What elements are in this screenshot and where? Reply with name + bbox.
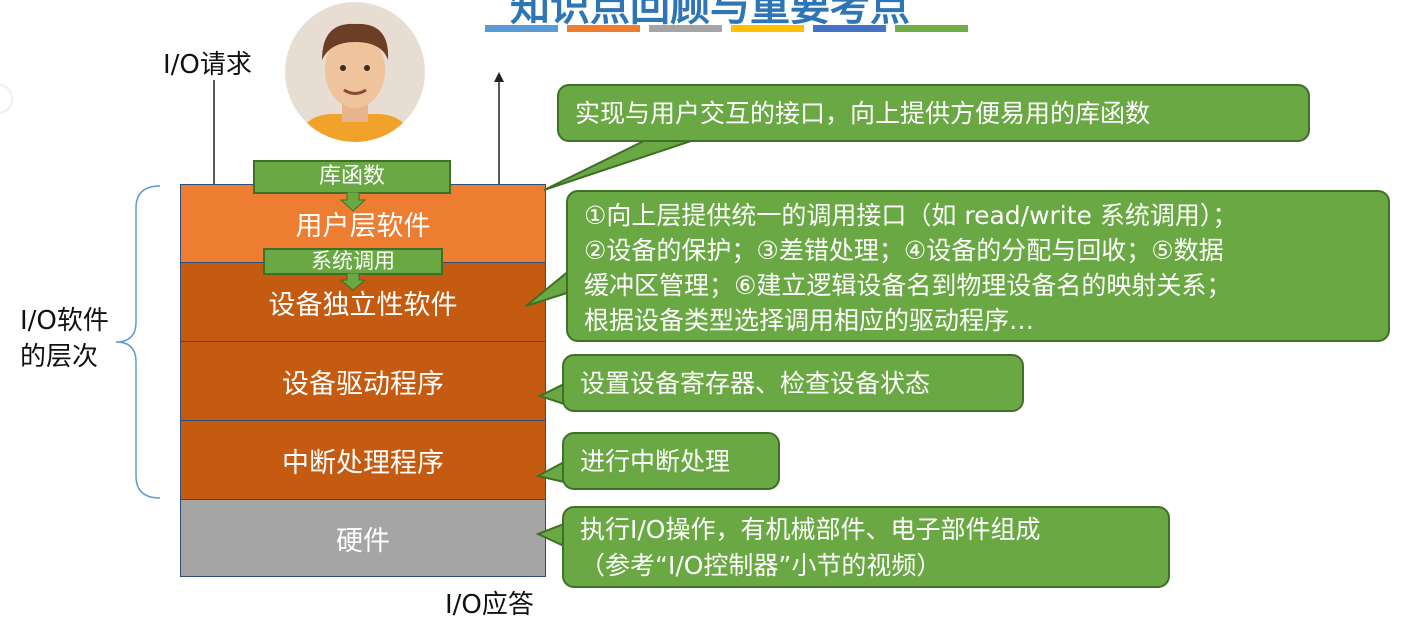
- io-software-levels-label-1: I/O软件: [20, 306, 109, 336]
- title-bar-3: [649, 25, 722, 32]
- title-color-bars: [485, 25, 968, 32]
- layer-label: 设备驱动程序: [282, 368, 444, 400]
- layer-label: 用户层软件: [295, 211, 431, 242]
- library-function-tag: 库函数: [253, 160, 451, 194]
- syscall-down-arrow: [340, 273, 366, 291]
- io-software-levels-label-2: 的层次: [20, 342, 99, 372]
- callout-line-1: ①向上层提供统一的调用接口（如 read/write 系统调用）；: [584, 201, 1238, 230]
- callout-text: 实现与用户交互的接口，向上提供方便易用的库函数: [575, 99, 1151, 128]
- title-bar-2: [567, 25, 640, 32]
- library-down-arrow: [340, 192, 366, 212]
- layer-device-driver: 设备驱动程序: [180, 341, 546, 420]
- callout-line-3: 缓冲区管理；⑥建立逻辑设备名到物理设备名的映射关系；: [584, 271, 1232, 300]
- title-bar-1: [485, 25, 558, 32]
- layers-brace: [115, 185, 161, 499]
- layer-label: 中断处理程序: [282, 447, 444, 479]
- callout-line-2: （参考“I/O控制器”小节的视频）: [580, 551, 942, 580]
- io-response-label: I/O应答: [445, 590, 534, 620]
- title-bar-5: [813, 25, 886, 32]
- title-bar-4: [731, 25, 804, 32]
- callout-hardware: 执行I/O操作，有机械部件、电子部件组成 （参考“I/O控制器”小节的视频）: [562, 506, 1170, 588]
- callout-interrupt: 进行中断处理: [562, 432, 780, 490]
- callout-text: 设置设备寄存器、检查设备状态: [580, 369, 931, 398]
- io-request-label: I/O请求: [163, 50, 252, 80]
- callout-line-4: 根据设备类型选择调用相应的驱动程序…: [584, 306, 1035, 335]
- user-avatar: [285, 2, 425, 142]
- callout-line-2: ②设备的保护；③差错处理；④设备的分配与回收；⑤数据: [584, 236, 1224, 265]
- callout-device-independent: ①向上层提供统一的调用接口（如 read/write 系统调用）； ②设备的保护…: [566, 190, 1390, 342]
- layer-device-independent-software: 设备独立性软件: [180, 262, 546, 341]
- title-bar-6: [895, 25, 968, 32]
- callout-line-1: 执行I/O操作，有机械部件、电子部件组成: [580, 515, 1041, 544]
- layer-label: 硬件: [336, 525, 390, 557]
- callout-text: 进行中断处理: [580, 447, 731, 476]
- callout-driver: 设置设备寄存器、检查设备状态: [562, 354, 1024, 412]
- layer-hardware: 硬件: [180, 499, 546, 577]
- callout-user-layer: 实现与用户交互的接口，向上提供方便易用的库函数: [557, 84, 1310, 142]
- layer-interrupt-handler: 中断处理程序: [180, 420, 546, 499]
- layer-label: 设备独立性软件: [268, 289, 458, 321]
